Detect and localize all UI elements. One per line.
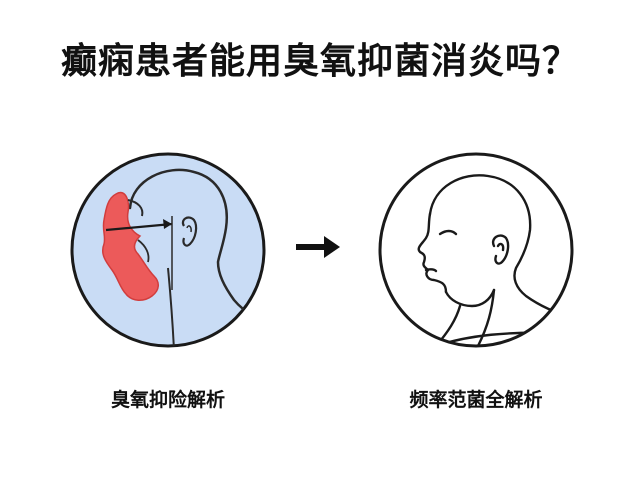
right-illustration (376, 150, 576, 350)
head-profile-plain-icon (378, 152, 574, 348)
page-title: 癫痫患者能用臭氧抑菌消炎吗？ (60, 41, 579, 82)
left-circle (70, 152, 266, 348)
head-profile-highlighted-icon (70, 152, 266, 348)
right-circle (378, 152, 574, 348)
highlighted-face (101, 191, 159, 301)
left-illustration (68, 150, 268, 350)
left-caption: 臭氧抑险解析 (110, 389, 225, 411)
arrow-right-icon (290, 232, 346, 262)
right-caption: 频率范菌全解析 (409, 389, 543, 411)
